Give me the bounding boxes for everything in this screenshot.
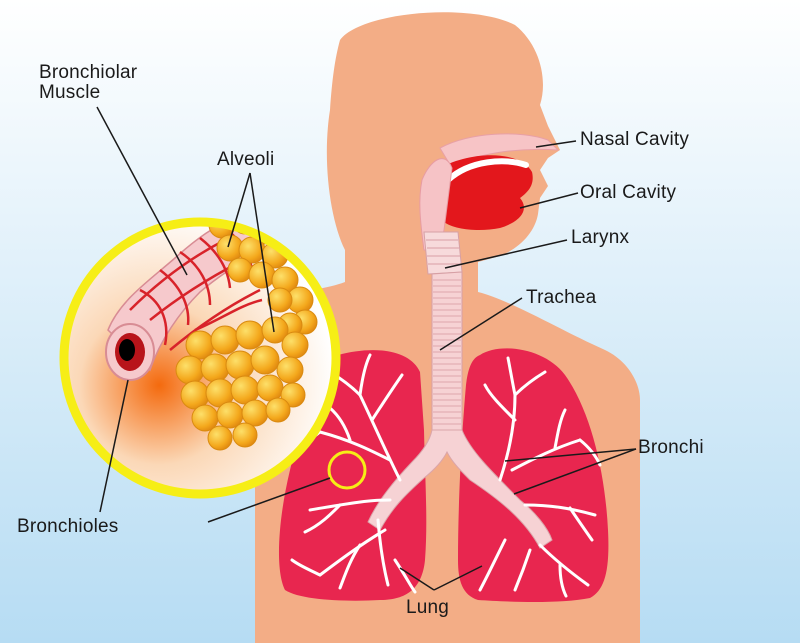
label-nasal-cavity: Nasal Cavity xyxy=(580,129,690,150)
leader-lines xyxy=(96,106,637,591)
label-trachea: Trachea xyxy=(526,287,597,308)
larynx-shape xyxy=(423,231,463,275)
palate xyxy=(445,158,529,183)
trachea-rings xyxy=(433,279,461,425)
label-alveoli: Alveoli xyxy=(217,149,275,170)
label-bronchi: Bronchi xyxy=(638,437,704,458)
larynx-rings xyxy=(426,239,461,265)
lung-callout-ring xyxy=(327,450,367,490)
label-bronchiolar-muscle: Bronchiolar Muscle xyxy=(39,63,179,103)
label-oral-cavity: Oral Cavity xyxy=(580,182,677,203)
label-lung: Lung xyxy=(406,597,450,618)
label-larynx: Larynx xyxy=(571,227,630,248)
bronchiole-tree xyxy=(290,353,602,598)
label-bronchioles: Bronchioles xyxy=(17,516,119,537)
label-bronchiolar-muscle-text: Bronchiolar Muscle xyxy=(39,62,138,103)
right-lung xyxy=(458,348,609,602)
